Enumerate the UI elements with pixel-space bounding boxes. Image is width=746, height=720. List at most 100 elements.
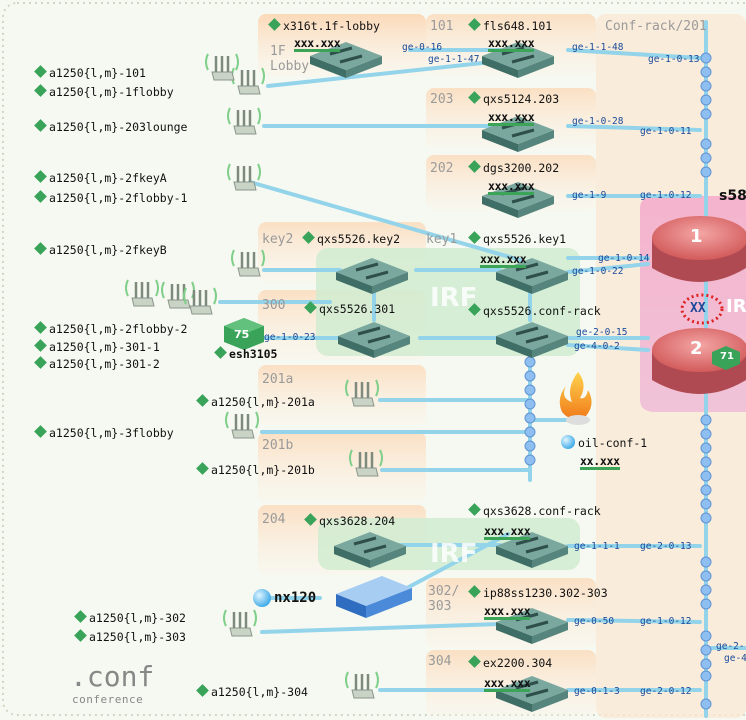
switch-icon-x316t [310, 42, 382, 78]
access-point-icon [223, 609, 257, 637]
access-point-icon [231, 67, 265, 95]
ap-label-203lounge: a1250{l,m}-203lounge [34, 119, 187, 134]
ap-label-2fkeyB: a1250{l,m}-2fkeyB [34, 242, 167, 257]
port-ge-1-9: ge-1-9 [572, 190, 607, 201]
ap-label-301-2: a1250{l,m}-301-2 [34, 356, 160, 371]
ap-label-3flobby: a1250{l,m}-3flobby [34, 425, 174, 440]
core-badge-box [712, 346, 740, 370]
switch-marker-icon [468, 303, 481, 316]
switch-marker-icon [304, 513, 317, 526]
port-ge-0-16: ge-0-16 [402, 42, 443, 53]
access-point-shapes [125, 53, 383, 699]
switch-icon-fls648 [482, 42, 554, 78]
room-label-203: 203 [430, 92, 454, 107]
ap-label-2flobby-2: a1250{l,m}-2flobby-2 [34, 321, 187, 336]
access-point-icon [231, 249, 265, 277]
access-point-icon [227, 163, 261, 191]
nx120-ball [253, 589, 271, 607]
core-xx-label: XX [690, 301, 706, 316]
room-201b-bg [258, 432, 426, 502]
port-ge-0-1-3: ge-0-1-3 [574, 686, 620, 697]
ap-marker-icon [34, 84, 47, 97]
switch-icon-qxs5526-key2 [336, 258, 408, 294]
port-ge-4-0-2: ge-4-0-2 [574, 341, 620, 352]
nx120-device [336, 576, 412, 618]
room-label-key2: key2 [262, 232, 294, 247]
switch-dgs3200-name: dgs3200.202 [468, 160, 559, 175]
switch-qxs3628-conf-rack-addr: xxx.xxx [484, 524, 531, 540]
core-switch-name: s58 [719, 188, 746, 204]
switch-marker-icon [468, 585, 481, 598]
core-xx-ring [680, 293, 724, 325]
access-point-icon [161, 281, 195, 309]
ap-marker-icon [34, 356, 47, 369]
room-label-101: 101 [430, 19, 454, 34]
access-point-icon [349, 449, 383, 477]
port-ge-1-0-12: ge-1-0-12 [640, 190, 692, 201]
access-point-icon [345, 671, 379, 699]
switch-qxs3628-204-name: qxs3628.204 [304, 513, 395, 528]
ap-label-2fkeyA: a1250{l,m}-2fkeyA [34, 170, 167, 185]
switch-qxs3628-conf-rack-name: qxs3628.conf-rack [468, 503, 601, 518]
switch-icon-dgs3200 [482, 182, 554, 218]
switch-qxs5124-name: qxs5124.203 [468, 91, 559, 106]
conf-subtitle: conference [72, 693, 144, 706]
room-label-302-303: 302/ 303 [428, 584, 460, 614]
ap-label-301-1: a1250{l,m}-301-1 [34, 339, 160, 354]
access-point-icon [205, 53, 239, 81]
switch-marker-icon [468, 160, 481, 173]
ap-label-2flobby-1: a1250{l,m}-2flobby-1 [34, 190, 187, 205]
port-ge-2-0-13: ge-2-0-13 [640, 541, 692, 552]
room-label-202: 202 [430, 161, 454, 176]
esh3105-label: esh3105 [214, 346, 277, 361]
access-point-icon [225, 411, 259, 439]
ap-marker-icon [34, 170, 47, 183]
switch-marker-icon [302, 231, 315, 244]
ap-marker-icon [34, 119, 47, 132]
firewall-name: oil-conf-1 [578, 436, 648, 450]
ap-marker-icon [34, 190, 47, 203]
port-ge-1-0-28: ge-1-0-28 [572, 116, 624, 127]
switch-marker-icon [468, 655, 481, 668]
device-marker-icon [214, 346, 227, 359]
switch-ip88ss1230-name: ip88ss1230.302-303 [468, 585, 608, 600]
access-point-icon [345, 379, 379, 407]
firewall-ball [561, 435, 575, 449]
ap-label-201b: a1250{l,m}-201b [196, 462, 315, 477]
switch-marker-icon [468, 91, 481, 104]
core-unit-1: 1 [690, 226, 703, 247]
switch-qxs5526-301-name: qxs5526.301 [304, 301, 395, 316]
switch-icon-ex2200 [496, 676, 568, 712]
room-label-key1: key1 [426, 232, 458, 247]
room-label-1f-lobby: 1F Lobby [270, 44, 310, 74]
switch-ip88ss1230-addr: xxx.xxx [484, 604, 531, 620]
room-label-304: 304 [428, 654, 452, 669]
nx120-label: nx120 [274, 590, 317, 606]
conf-title: .conf [70, 660, 155, 693]
conf-rack-port-beads [524, 52, 712, 710]
core-ir-label: IR [726, 296, 746, 317]
switch-marker-icon [268, 18, 281, 31]
port-ge-0-50: ge-0-50 [574, 616, 615, 627]
switch-fls648-addr: xxx.xxx [488, 36, 535, 52]
port-ge-1-1-1: ge-1-1-1 [574, 541, 620, 552]
ap-marker-icon [34, 321, 47, 334]
port-ge-1-0-23: ge-1-0-23 [264, 332, 316, 343]
port-ge-1-1-47: ge-1-1-47 [428, 54, 480, 65]
room-201a-bg [258, 365, 426, 425]
ap-marker-icon [34, 65, 47, 78]
switch-x316t-addr: xxx.xxx [294, 36, 341, 52]
switch-x316t-name: x316t.1f-lobby [268, 18, 380, 33]
ap-label-201a: a1250{l,m}-201a [196, 394, 315, 409]
ap-label-304: a1250{l,m}-304 [196, 684, 308, 699]
port-ge-2-0-15: ge-2-0-15 [576, 327, 628, 338]
ap-marker-icon [196, 462, 209, 475]
switch-qxs5526-key1-name: qxs5526.key1 [468, 231, 566, 246]
switch-ex2200-name: ex2200.304 [468, 655, 552, 670]
ap-marker-icon [74, 610, 87, 623]
switch-qxs5526-key2-name: qxs5526.key2 [302, 231, 400, 246]
ap-marker-icon [196, 394, 209, 407]
ap-marker-icon [74, 629, 87, 642]
ap-marker-icon [34, 425, 47, 438]
